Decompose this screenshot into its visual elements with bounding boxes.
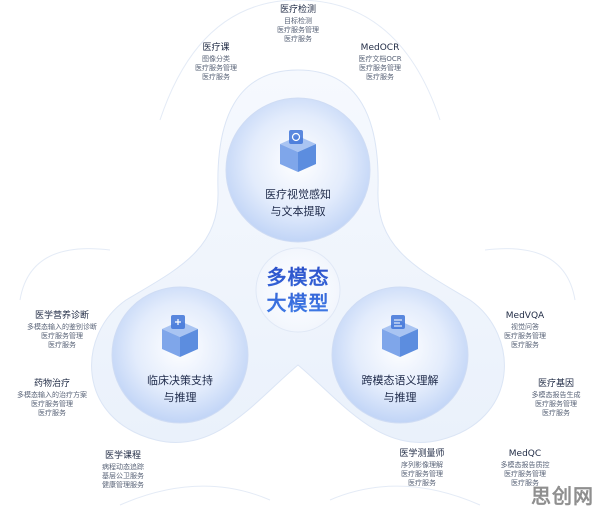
stacked-cube-icon <box>162 315 198 357</box>
hub-label-line: 与文本提取 <box>270 205 326 218</box>
stacked-cube-icon <box>382 315 418 357</box>
satellite-sub: 病程动态追踪 <box>102 463 144 471</box>
satellite-sub: 多模态输入的鉴别诊断 <box>27 323 97 331</box>
satellite-sub: 医疗服务 <box>542 409 570 417</box>
background-arcs <box>19 0 576 506</box>
hub-label-top: 医疗视觉感知 与文本提取 <box>265 186 331 220</box>
satellite-title: MedOCR <box>360 43 400 53</box>
center-title-line-1: 多模态 <box>266 265 330 289</box>
satellite-sub: 医疗服务管理 <box>400 470 443 478</box>
satellite-sub: 基层公卫服务 <box>102 472 144 480</box>
hub-label-line: 临床决策支持 <box>147 374 213 387</box>
satellite-sub: 多模态报告生成 <box>531 391 581 399</box>
satellite-sub: 医疗服务管理 <box>504 470 546 478</box>
satellite-title: 医学测量师 <box>399 449 445 459</box>
satellite-title: 医学课程 <box>104 451 141 461</box>
satellite-sub: 医疗服务 <box>48 341 76 349</box>
hub-label-line: 跨模态语义理解 <box>361 374 439 387</box>
satellite-sub: 医疗服务管理 <box>195 64 237 72</box>
satellite-sub: 多模态报告质控 <box>500 461 550 469</box>
satellite-sub: 医疗服务管理 <box>535 400 577 408</box>
satellite-sub: 序列影像理解 <box>400 461 443 469</box>
satellite-sub: 医疗服务 <box>202 73 230 81</box>
satellite-sub: 健康管理服务 <box>102 481 144 489</box>
satellite-sub: 医疗服务 <box>38 409 66 417</box>
satellite-medical-class: 医疗课 图像分类 医疗服务管理 医疗服务 <box>195 42 237 82</box>
satellite-title: 医疗检测 <box>279 5 316 15</box>
satellite-sub: 医疗服务管理 <box>504 332 546 340</box>
satellite-medical-course: 医学课程 病程动态追踪 基层公卫服务 健康管理服务 <box>102 450 144 490</box>
satellite-medical-measurer: 医学测量师 序列影像理解 医疗服务管理 医疗服务 <box>399 448 444 488</box>
satellite-sub: 医疗服务 <box>365 73 394 81</box>
satellite-medvqa: MedVQA 视觉问答 医疗服务管理 医疗服务 <box>504 310 546 350</box>
satellite-title: 医疗课 <box>202 43 230 53</box>
satellite-title: MedQC <box>508 449 542 459</box>
center-title: 多模态 大模型 <box>267 264 330 316</box>
satellite-sub: 视觉问答 <box>511 323 539 331</box>
satellite-medqc: MedQC 多模态报告质控 医疗服务管理 医疗服务 <box>501 448 550 488</box>
satellite-sub: 图像分类 <box>202 55 230 63</box>
satellite-sub: 医疗服务 <box>407 479 436 487</box>
satellite-sub: 医疗服务管理 <box>358 64 401 72</box>
satellite-sub: 多模态输入的治疗方案 <box>17 391 87 399</box>
satellite-title: 药物治疗 <box>33 379 70 389</box>
satellite-sub: 医疗服务 <box>511 341 539 349</box>
satellite-sub: 医疗服务管理 <box>31 400 73 408</box>
satellite-nutrition-diagnosis: 医学营养诊断 多模态输入的鉴别诊断 医疗服务管理 医疗服务 <box>27 310 97 350</box>
hub-label-right: 跨模态语义理解 与推理 <box>362 372 439 406</box>
satellite-medical-detection: 医疗检测 目标检测 医疗服务管理 医疗服务 <box>277 4 319 44</box>
center-title-line-2: 大模型 <box>266 291 330 315</box>
hub-label-line: 医疗视觉感知 <box>265 188 331 201</box>
satellite-sub: 医疗服务管理 <box>277 26 319 34</box>
satellite-title: MedVQA <box>505 311 545 321</box>
satellite-medocr: MedOCR 医疗文档OCR 医疗服务管理 医疗服务 <box>358 42 401 82</box>
satellite-drug-therapy: 药物治疗 多模态输入的治疗方案 医疗服务管理 医疗服务 <box>17 378 87 418</box>
satellite-sub: 医疗服务 <box>511 479 539 487</box>
satellite-sub: 医疗服务 <box>284 35 312 43</box>
satellite-title: 医学营养诊断 <box>34 311 89 321</box>
center-circle <box>255 247 341 333</box>
satellite-sub: 目标检测 <box>284 17 312 25</box>
hub-label-left: 临床决策支持 与推理 <box>147 372 213 406</box>
satellite-medical-gene: 医疗基因 多模态报告生成 医疗服务管理 医疗服务 <box>532 378 581 418</box>
watermark: 思创网 <box>531 484 594 508</box>
stacked-cube-icon <box>280 130 316 172</box>
hub-label-line: 与推理 <box>383 391 417 404</box>
satellite-sub: 医疗文档OCR <box>358 55 402 63</box>
satellite-sub: 医疗服务管理 <box>41 332 83 340</box>
satellite-title: 医疗基因 <box>537 379 574 389</box>
hub-label-line: 与推理 <box>163 391 197 404</box>
